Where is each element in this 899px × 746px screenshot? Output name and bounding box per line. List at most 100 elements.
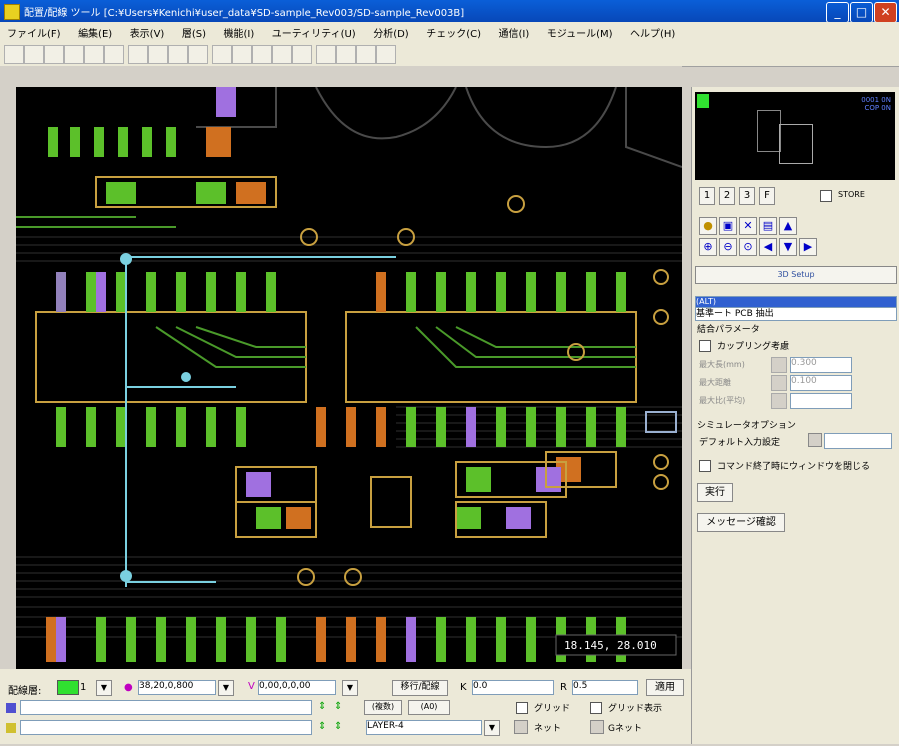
param3-input[interactable]	[790, 393, 852, 409]
net-label: ネット	[534, 724, 562, 734]
tool-route-icon[interactable]	[24, 45, 44, 64]
net-dropdown-icon[interactable]: ▼	[218, 680, 234, 696]
tool-net-icon[interactable]	[212, 45, 232, 64]
minimap-viewport[interactable]	[779, 124, 813, 164]
gnet-browse-button[interactable]	[590, 720, 604, 734]
via-dropdown-icon[interactable]: ▼	[342, 680, 358, 696]
store-label: STORE	[838, 190, 865, 199]
tool-measure-icon[interactable]	[252, 45, 272, 64]
grid-checkbox[interactable]	[516, 702, 528, 714]
k-field[interactable]: 0.0	[472, 680, 554, 695]
mode-select[interactable]: 移行/配線	[392, 680, 448, 696]
param1-label: 最大長(mm)	[699, 360, 745, 369]
zoom-area-icon[interactable]: ⊙	[739, 238, 757, 256]
option-select-a[interactable]: (複数)	[364, 700, 402, 715]
default-input-field[interactable]	[824, 433, 892, 449]
tool-via-icon[interactable]	[128, 45, 148, 64]
layer-color-swatch[interactable]	[57, 680, 79, 695]
menu-analysis[interactable]: 分析(D)	[373, 29, 409, 40]
lightbulb-icon[interactable]: ●	[699, 217, 717, 235]
apply-button[interactable]: 適用	[646, 679, 684, 696]
message-down-icon[interactable]: ⇕	[334, 721, 343, 732]
tool-pad-icon[interactable]	[148, 45, 168, 64]
tool-table-icon[interactable]	[336, 45, 356, 64]
menu-utility[interactable]: ユーティリティ(U)	[271, 29, 356, 40]
menu-view[interactable]: 表示(V)	[129, 29, 165, 40]
pan-up-icon[interactable]: ▲	[779, 217, 797, 235]
tool-delete-icon[interactable]	[188, 45, 208, 64]
tool-rotate-icon[interactable]	[84, 45, 104, 64]
param3-spinner[interactable]	[771, 393, 787, 409]
expand-icon[interactable]: ✕	[739, 217, 757, 235]
grid-display-checkbox[interactable]	[590, 702, 602, 714]
tool-grid-icon[interactable]	[232, 45, 252, 64]
coupling-checkbox[interactable]	[699, 340, 711, 352]
net-browse-button[interactable]	[514, 720, 528, 734]
param2-spinner[interactable]	[771, 375, 787, 391]
tool-move-icon[interactable]	[44, 45, 64, 64]
execute-button[interactable]: 実行	[697, 483, 733, 502]
history-down-icon[interactable]: ⇕	[334, 701, 343, 712]
pan-right-icon[interactable]: ▶	[799, 238, 817, 256]
tool-undo-icon[interactable]	[356, 45, 376, 64]
param2-input[interactable]: 0.100	[790, 375, 852, 391]
tool-copy-icon[interactable]	[64, 45, 84, 64]
minimize-button[interactable]: _	[826, 2, 849, 23]
page-button-3[interactable]: 3	[739, 187, 755, 205]
pcb-canvas[interactable]: 18.145, 28.010	[16, 87, 682, 669]
fit-icon[interactable]: ▣	[719, 217, 737, 235]
history-up-icon[interactable]: ⇕	[318, 701, 327, 712]
command-input[interactable]	[20, 700, 312, 715]
tool-select-icon[interactable]	[4, 45, 24, 64]
tool-dimension-icon[interactable]	[272, 45, 292, 64]
tool-redo-icon[interactable]	[376, 45, 396, 64]
zoom-in-icon[interactable]: ⊕	[699, 238, 717, 256]
tool-drc-icon[interactable]	[292, 45, 312, 64]
right-panel	[691, 87, 899, 744]
message-output	[20, 720, 312, 735]
menu-module[interactable]: モジュール(M)	[546, 29, 613, 40]
default-input-browse[interactable]	[808, 433, 822, 447]
settings-button[interactable]: 3D Setup	[695, 266, 897, 284]
message-up-icon[interactable]: ⇕	[318, 721, 327, 732]
message-check-button[interactable]: メッセージ確認	[697, 513, 785, 532]
menu-file[interactable]: ファイル(F)	[7, 29, 61, 40]
menu-check[interactable]: チェック(C)	[426, 29, 482, 40]
param2-label: 最大距離	[699, 378, 731, 387]
option-select-b[interactable]: (A0)	[408, 700, 450, 715]
tool-trace-icon[interactable]	[168, 45, 188, 64]
net-field[interactable]: 38,20,0,800	[138, 680, 216, 695]
menu-function[interactable]: 機能(I)	[223, 29, 255, 40]
minimap[interactable]: 0001 0N COP 0N	[695, 92, 895, 180]
zoom-out-icon[interactable]: ⊖	[719, 238, 737, 256]
sim-option-label: シミュレータオプション	[697, 421, 796, 431]
param1-input[interactable]: 0.300	[790, 357, 852, 373]
page-button-2[interactable]: 2	[719, 187, 735, 205]
param1-spinner[interactable]	[771, 357, 787, 373]
r-field[interactable]: 0.5	[572, 680, 638, 695]
store-checkbox[interactable]	[820, 190, 832, 202]
maximize-button[interactable]: □	[850, 2, 873, 23]
pan-left-icon[interactable]: ◀	[759, 238, 777, 256]
layers-icon[interactable]: ▤	[759, 217, 777, 235]
default-input-label: デフォルト入力設定	[699, 438, 781, 448]
tool-text-icon[interactable]	[316, 45, 336, 64]
pan-down-icon[interactable]: ▼	[779, 238, 797, 256]
close-button[interactable]: ✕	[874, 2, 897, 23]
k-label: K	[460, 682, 467, 693]
menu-edit[interactable]: 編集(E)	[78, 29, 113, 40]
mode-field[interactable]: 基準ート PCB 抽出	[695, 307, 897, 321]
layer-dropdown-icon[interactable]: ▼	[96, 680, 112, 696]
left-ruler	[0, 66, 16, 746]
menu-layer[interactable]: 層(S)	[181, 29, 206, 40]
tool-mirror-icon[interactable]	[104, 45, 124, 64]
layer-select[interactable]: LAYER-4	[366, 720, 482, 735]
page-button-1[interactable]: 1	[699, 187, 715, 205]
via-field[interactable]: 0,00,0,0,00	[258, 680, 336, 695]
layer-select-dropdown-icon[interactable]: ▼	[484, 720, 500, 736]
close-window-checkbox[interactable]	[699, 460, 711, 472]
minimap-label-top: 0001 0N	[861, 96, 891, 104]
menu-help[interactable]: ヘルプ(H)	[630, 29, 676, 40]
page-button-f[interactable]: F	[759, 187, 775, 205]
menu-comm[interactable]: 通信(I)	[498, 29, 530, 40]
